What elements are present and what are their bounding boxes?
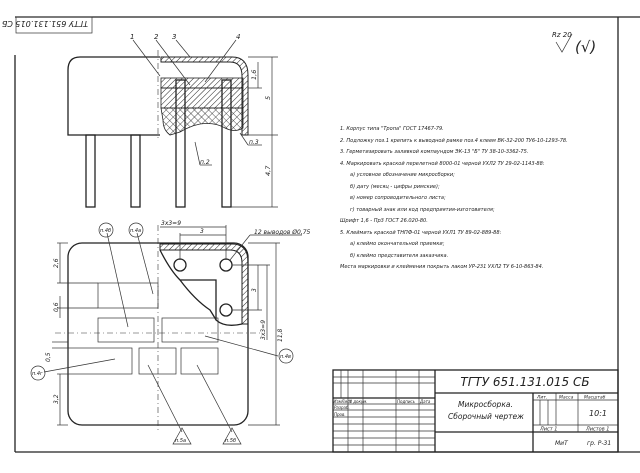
drawing-label: 3,2 [53,394,60,404]
drawing-label: N докум. [349,399,368,404]
drawing-label: Дата [419,399,431,404]
drawing-label: 11,8 [277,328,284,342]
drawing-label: 1 [130,33,134,41]
drawing-label: ТГТУ 651.131.015 СБ [460,375,589,389]
drawing-label: Листов 1 [585,427,609,433]
side-dimensions: 1,6 5 4,7 п.3 п.2 [194,56,278,208]
drawing-label: 3 [172,33,176,41]
note-line: 2. Подложку поз.1 крепить к выводной рам… [340,137,568,144]
side-view: 1 2 3 4 1,6 5 4,7 п.3 п.2 [67,33,278,208]
drawing-label: Масса [559,395,574,401]
drawing-label: 10:1 [589,409,607,418]
plan-view: 3х3=9 3 12 выводов Ø0,75 2,6 0,6 0,5 3,2… [30,220,311,445]
note-line: б) дату (месяц - цифры римские); [350,183,440,190]
drawing-label: 1,6 [250,70,258,80]
drawing-label: 0,5 [45,352,52,362]
drawing-label: 3х3=9 [161,220,181,227]
drawing-label: 12 выводов Ø0,75 [254,229,311,236]
drawing-label: Сборочный чертеж [448,412,524,421]
drawing-label: п.3 [249,139,259,146]
drawing-label: п.5б [225,438,236,444]
drawing-label: Изм [334,399,342,404]
title-block: Изм Лист N докум. Подпись Дата Разраб. П… [332,369,619,453]
revision-grid [333,370,435,452]
drawing-label: п.4а [130,228,141,234]
corner-stamp: ТГТУ 651.131.015 СБ [1,16,93,34]
drawing-label: гр. Р-31 [587,440,611,447]
note-line: 5. Клеймить краской ТНПФ-01 черной УХЛ1 … [340,229,502,236]
note-line: а) клеймо окончательной приемки; [350,241,445,247]
drawing-label: 3х3=9 [260,320,267,340]
roughness-symbol: Rz 20 (√) [552,31,596,56]
drawing-label: 4 [236,33,240,41]
drawing-label: 3 [251,288,258,292]
drawing-label: 5 [264,96,272,100]
note-line: а) условное обозначение микросборки; [350,172,455,178]
drawing-label: Пров. [334,412,346,417]
drawing-label: п.2 [200,159,210,166]
drawing-label: Подпись [397,399,416,404]
note-line: Шрифт 1,6 - Пр3 ГОСТ 26.020-80. [340,218,428,224]
note-line: г) товарный знак или код предприятия-изг… [350,206,495,213]
drawing-label: п.4б [100,228,111,234]
drawing-label: 2,6 [53,258,60,268]
note-line: 4. Маркировать краской перелетной 8000-0… [340,160,545,167]
pins [85,79,232,208]
drawing-label: 3 [200,228,204,235]
drawing-label: п.4в [280,354,291,360]
drawing-label: МиТ [555,440,569,447]
drawing-label: 2 [154,33,159,41]
drawing-label: Rz 20 [552,31,572,39]
plan-callouts: п.4б п.4а п.4в п.4г п.5а п.5б [30,222,294,445]
drawing-label: 4,7 [264,165,272,176]
drawing-label: Лист 1 [539,427,557,433]
plan-dimensions: 3х3=9 3 12 выводов Ø0,75 2,6 0,6 0,5 3,2… [45,220,311,426]
note-line: б) клеймо представителя заказчика. [350,252,449,259]
note-line: 1. Корпус типа "Тропа" ГОСТ 17467-79. [340,126,444,132]
note-line: Места маркировки и клеймения покрыть лак… [340,264,544,270]
leader-lines: 1 2 3 4 [130,33,240,86]
drawing-label: Лит. [536,395,547,401]
drawing-label: п.4г [32,371,43,377]
drawing-label: (√) [575,38,596,56]
drawing-label: Масштаб [584,395,606,401]
note-line: 3. Герметизировать заливкой компаундом Э… [340,149,529,155]
drawing-label: п.5а [175,438,186,444]
drawing-label: 0,6 [53,302,60,312]
marking-areas [67,282,219,375]
drawing-label: Микросборка. [458,400,513,409]
technical-requirements: 1. Корпус типа "Тропа" ГОСТ 17467-79. 2. … [340,124,620,274]
note-line: в) номер сопроводительного листа; [350,195,446,201]
drawing-label: ТГТУ 651.131.015 СБ [1,19,88,28]
drawing-label: Разраб. [334,405,350,410]
drawing-label: Лист [341,399,353,404]
